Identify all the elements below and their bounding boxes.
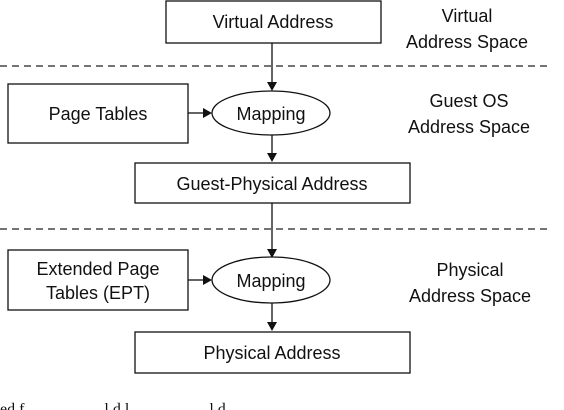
arrow-page-tables-to-mapping — [188, 108, 212, 118]
extended-page-tables-node: Extended Page Tables (EPT) — [7, 249, 189, 311]
arrow-mapping-to-physical — [267, 303, 277, 331]
extended-page-tables-label-line2: Tables (EPT) — [46, 283, 150, 303]
virtual-address-node: Virtual Address — [165, 0, 382, 44]
physical-space-line2: Address Space — [409, 286, 531, 306]
guest-space-line1: Guest OS — [429, 91, 508, 111]
host-mapping-label: Mapping — [236, 271, 305, 291]
guest-physical-address-label: Guest-Physical Address — [176, 174, 367, 194]
page-tables-node: Page Tables — [7, 83, 189, 144]
cropped-caption-text: ed f l d l l d — [0, 401, 226, 410]
guest-space-line2: Address Space — [408, 117, 530, 137]
virtual-space-line1: Virtual — [442, 6, 493, 26]
guest-mapping-label: Mapping — [236, 104, 305, 124]
virtual-space-line2: Address Space — [406, 32, 528, 52]
physical-address-label: Physical Address — [203, 343, 340, 363]
arrow-guest-physical-to-mapping — [267, 203, 277, 258]
virtual-address-label: Virtual Address — [213, 12, 334, 32]
host-mapping-node: Mapping — [211, 256, 331, 304]
guest-os-address-space-label: Guest OS Address Space — [408, 91, 530, 137]
arrow-ept-to-mapping — [188, 275, 212, 285]
physical-space-line1: Physical — [436, 260, 503, 280]
arrow-virtual-to-mapping — [267, 43, 277, 91]
extended-page-tables-label-line1: Extended Page — [36, 259, 159, 279]
arrow-mapping-to-guest-physical — [267, 135, 277, 162]
virtual-address-space-label: Virtual Address Space — [406, 6, 528, 52]
physical-address-node: Physical Address — [134, 331, 411, 374]
page-tables-label: Page Tables — [49, 104, 148, 124]
guest-physical-address-node: Guest-Physical Address — [134, 162, 411, 204]
physical-address-space-label: Physical Address Space — [409, 260, 531, 306]
guest-mapping-node: Mapping — [211, 90, 331, 136]
